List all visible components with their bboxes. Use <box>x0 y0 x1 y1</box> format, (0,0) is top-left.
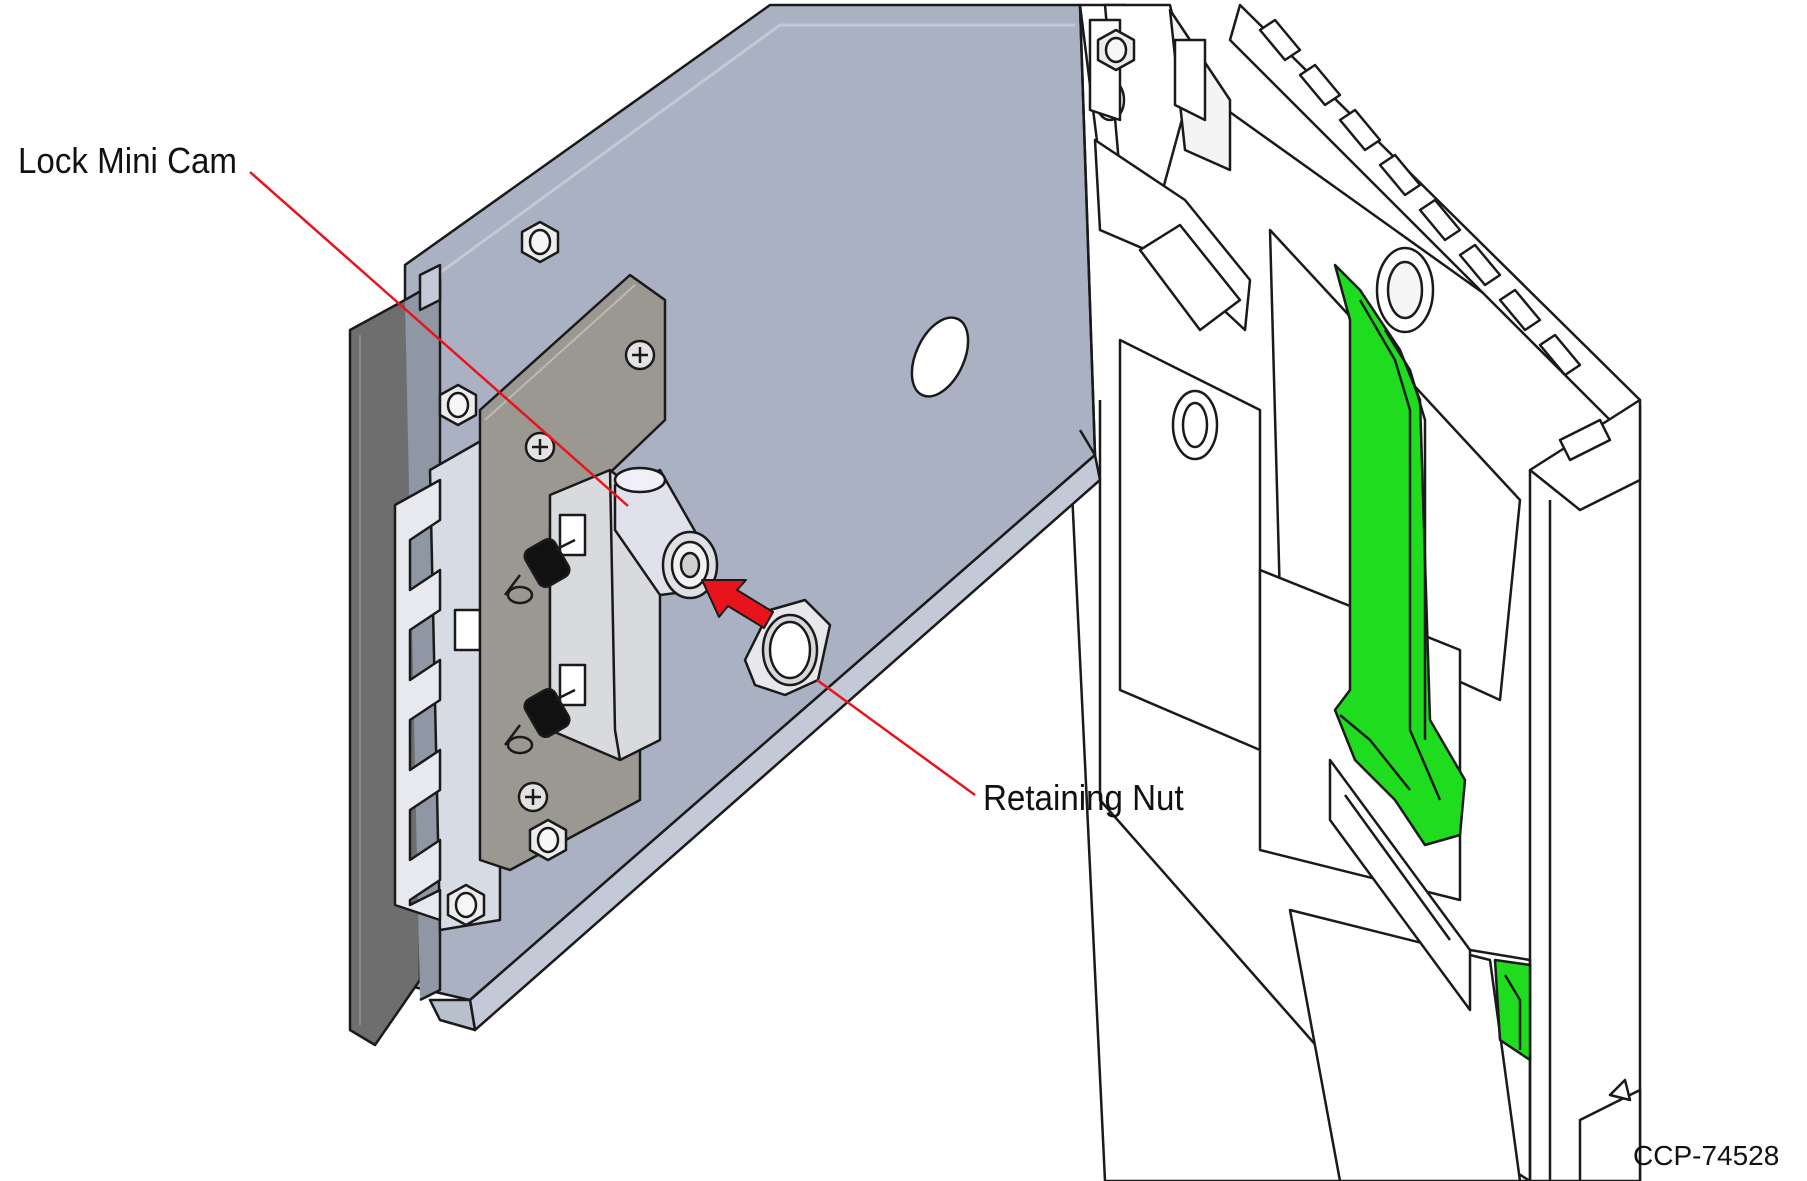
lock-mini-cam-label: Lock Mini Cam <box>18 140 238 181</box>
arrow-icon <box>701 579 774 629</box>
figure-id: CCP-74528 <box>1633 1140 1780 1171</box>
right-housing <box>1068 3 1642 1181</box>
hex-nut-icon <box>438 28 1136 927</box>
screw-icon <box>517 339 656 813</box>
retaining-nut-label: Retaining Nut <box>983 777 1184 818</box>
leader-line-lock-cam <box>249 171 629 507</box>
leader-line-retaining-nut <box>816 678 976 797</box>
spring-icon <box>504 537 576 755</box>
retaining-nut-icon <box>743 598 832 697</box>
green-latch <box>1333 263 1532 1062</box>
